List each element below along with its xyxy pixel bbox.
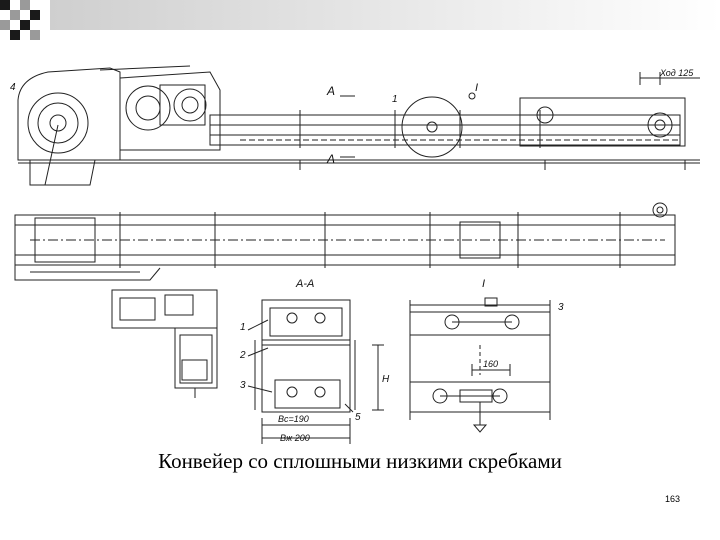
- slide-caption: Конвейер со сплошными низкими скребками: [158, 449, 562, 473]
- callout-1-section: 1: [240, 322, 246, 333]
- dim-bc-label: Bc=190: [278, 414, 309, 424]
- dim-160-label: 160: [483, 359, 498, 369]
- stroke-label: Ход 125: [659, 68, 694, 78]
- drive-detail-view: [111, 289, 218, 398]
- callout-3-section: 3: [240, 380, 246, 391]
- dim-bw-label: Bж 200: [280, 433, 310, 443]
- conveyor-drawing: 4 1 А А I Ход 125 А-А I 1 2 3 5 3 H Bc=1…: [10, 65, 700, 444]
- detail-title: I: [482, 278, 485, 290]
- callout-5-section: 5: [355, 412, 361, 423]
- corner-pattern: [0, 0, 50, 50]
- callout-1-top: 1: [392, 94, 398, 105]
- section-title: А-А: [295, 278, 314, 290]
- section-aa-view: [247, 299, 384, 444]
- side-view: [17, 65, 700, 186]
- section-a-top-label: А: [326, 84, 335, 98]
- callout-4: 4: [10, 82, 16, 93]
- callout-3-detail: 3: [558, 302, 564, 313]
- page-number: 163: [664, 494, 680, 504]
- detail-i-view: [409, 297, 551, 433]
- section-a-bottom-label: А: [326, 152, 335, 166]
- top-decorative-band: [50, 0, 720, 30]
- plan-view: [14, 202, 676, 281]
- dim-h-label: H: [382, 374, 390, 385]
- callout-2-section: 2: [239, 350, 246, 361]
- view-i-top-label: I: [475, 82, 478, 94]
